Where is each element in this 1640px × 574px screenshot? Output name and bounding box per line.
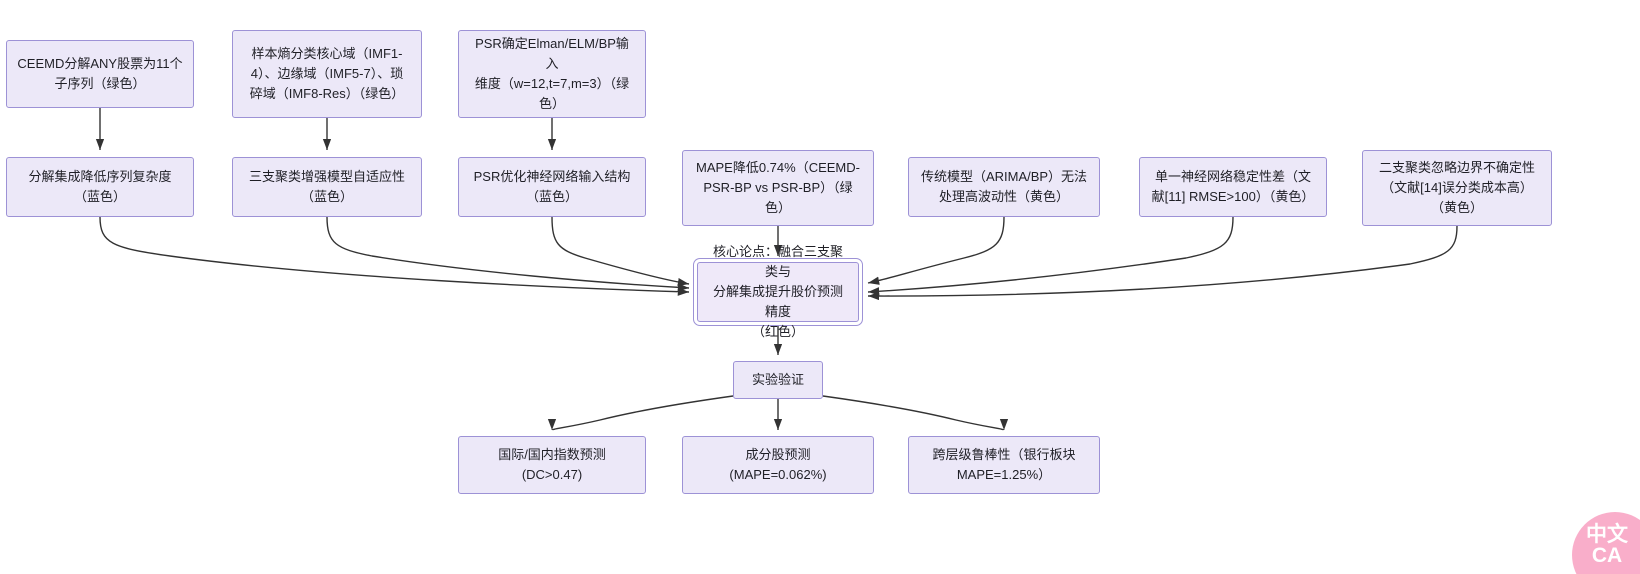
- node-label: PSR确定Elman/ELM/BP输入 维度（w=12,t=7,m=3）（绿 色…: [474, 35, 630, 112]
- node-label: 三支聚类增强模型自适应性 （蓝色）: [248, 168, 405, 204]
- node-label: CEEMD分解ANY股票为11个 子序列（绿色）: [17, 55, 183, 91]
- node-label: 样本熵分类核心域（IMF1- 4）、边缘域（IMF5-7）、琐 碎域（IMF8-…: [249, 45, 405, 102]
- watermark-label: 中文 CA: [1586, 523, 1628, 567]
- node-sample-entropy-classification[interactable]: 样本熵分类核心域（IMF1- 4）、边缘域（IMF5-7）、琐 碎域（IMF8-…: [232, 30, 422, 118]
- node-label: 国际/国内指数预测 (DC>0.47): [498, 446, 606, 482]
- node-two-way-clustering-boundary[interactable]: 二支聚类忽略边界不确定性 （文献[14]误分类成本高） （黄色）: [1362, 150, 1552, 226]
- node-cross-level-robustness-result[interactable]: 跨层级鲁棒性（银行板块 MAPE=1.25%）: [908, 436, 1100, 494]
- node-label: 二支聚类忽略边界不确定性 （文献[14]误分类成本高） （黄色）: [1378, 159, 1535, 216]
- node-label: PSR优化神经网络输入结构 （蓝色）: [473, 168, 631, 204]
- node-psr-optimizes-network-input[interactable]: PSR优化神经网络输入结构 （蓝色）: [458, 157, 646, 217]
- node-traditional-model-limitation[interactable]: 传统模型（ARIMA/BP）无法 处理高波动性（黄色）: [908, 157, 1100, 217]
- edge-n11-n12: [548, 395, 734, 431]
- edge-n11-n14: [822, 395, 1008, 431]
- node-decomposition-reduces-complexity[interactable]: 分解集成降低序列复杂度 （蓝色）: [6, 157, 194, 217]
- node-index-forecast-result[interactable]: 国际/国内指数预测 (DC>0.47): [458, 436, 646, 494]
- edge-n6-core: [551, 216, 690, 287]
- edge-n8-core: [867, 216, 1005, 285]
- node-label: 实验验证: [751, 371, 804, 387]
- node-label: 成分股预测 (MAPE=0.062%): [729, 446, 827, 482]
- edge-n4-core: [99, 216, 690, 296]
- edge-n9-core: [867, 216, 1234, 296]
- node-label: 核心论点：融合三支聚类与 分解集成提升股价预测精度 （红色）: [712, 243, 843, 340]
- node-ceemd-decomposition[interactable]: CEEMD分解ANY股票为11个 子序列（绿色）: [6, 40, 194, 108]
- node-core-claim[interactable]: 核心论点：融合三支聚类与 分解集成提升股价预测精度 （红色）: [697, 244, 859, 339]
- node-label: 跨层级鲁棒性（银行板块 MAPE=1.25%）: [932, 446, 1076, 482]
- edge-n10-core: [867, 225, 1458, 301]
- node-three-way-clustering-adaptivity[interactable]: 三支聚类增强模型自适应性 （蓝色）: [232, 157, 422, 217]
- node-label: 单一神经网络稳定性差（文 献[11] RMSE>100）（黄色）: [1151, 168, 1315, 204]
- edge-n5-core: [326, 216, 690, 292]
- node-constituent-stock-forecast-result[interactable]: 成分股预测 (MAPE=0.062%): [682, 436, 874, 494]
- node-experimental-verification[interactable]: 实验验证: [733, 361, 823, 399]
- node-label: 传统模型（ARIMA/BP）无法 处理高波动性（黄色）: [920, 168, 1088, 204]
- node-label: MAPE降低0.74%（CEEMD- PSR-BP vs PSR-BP）（绿 色…: [696, 159, 860, 216]
- watermark-badge: 中文 CA: [1572, 512, 1640, 574]
- node-label: 分解集成降低序列复杂度 （蓝色）: [28, 168, 172, 204]
- node-mape-reduction[interactable]: MAPE降低0.74%（CEEMD- PSR-BP vs PSR-BP）（绿 色…: [682, 150, 874, 226]
- node-psr-input-dimension[interactable]: PSR确定Elman/ELM/BP输入 维度（w=12,t=7,m=3）（绿 色…: [458, 30, 646, 118]
- node-single-network-instability[interactable]: 单一神经网络稳定性差（文 献[11] RMSE>100）（黄色）: [1139, 157, 1327, 217]
